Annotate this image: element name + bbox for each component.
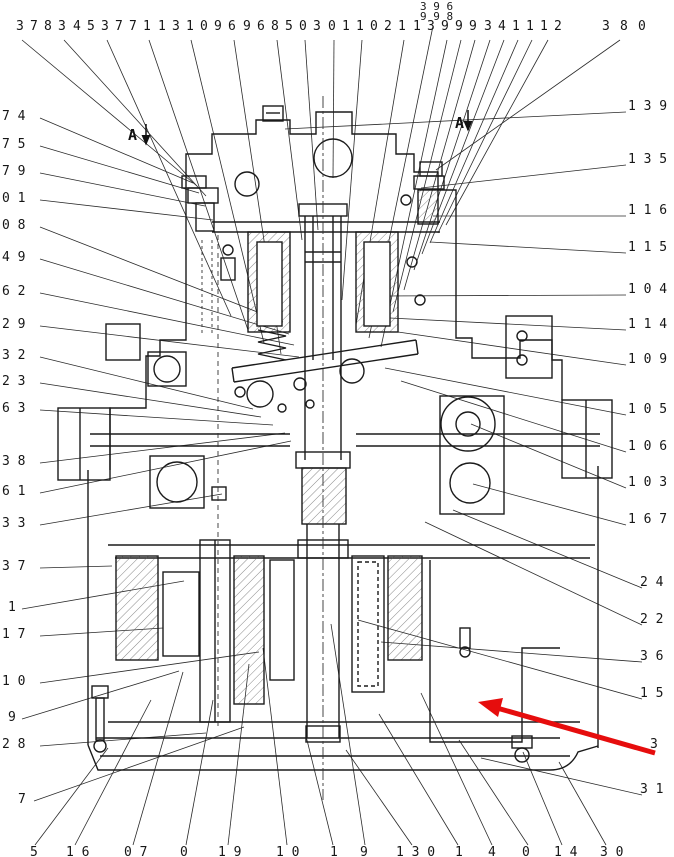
section-marker-a-left: A [128,126,137,144]
motor-assembly-linework [57,105,613,771]
section-markers: A A [128,110,473,146]
red-pointer-arrow-icon [478,698,656,756]
centerlines [201,96,324,800]
section-marker-a-right: A [455,114,464,132]
